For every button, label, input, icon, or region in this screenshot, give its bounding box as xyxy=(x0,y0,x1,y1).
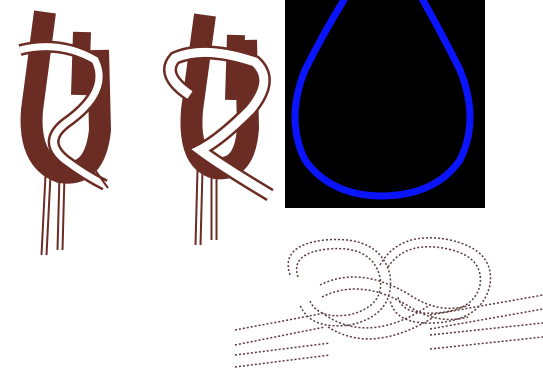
knot-step-1-illustration xyxy=(0,0,140,260)
rope-bight-tuck-icon xyxy=(0,0,140,260)
teardrop-loop-icon xyxy=(285,0,485,208)
blue-loop-panel xyxy=(285,0,485,208)
figure-eight-sketch-icon xyxy=(230,205,543,374)
figure-eight-knot-sketch xyxy=(230,205,543,374)
